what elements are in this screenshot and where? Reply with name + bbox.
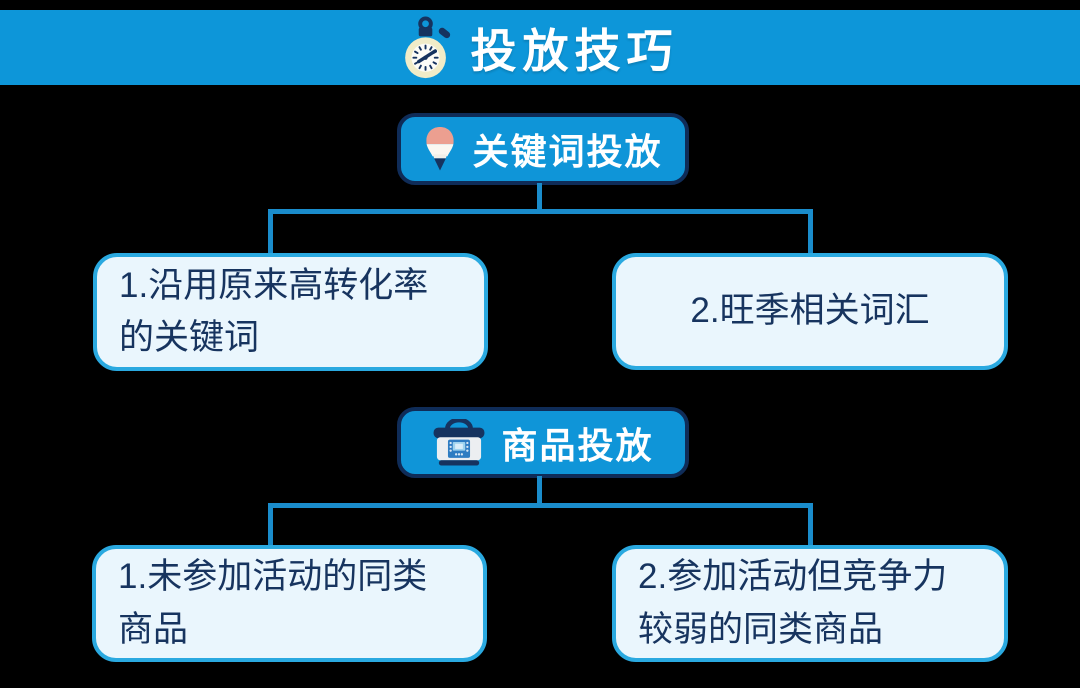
- connector-line: [268, 503, 813, 508]
- lightbulb-icon: [426, 126, 455, 171]
- leaf-box-keyword-1: 1.沿用原来高转化率 的关键词: [93, 253, 488, 371]
- node-product-placement: 商品投放: [397, 407, 689, 478]
- node-label: 关键词投放: [472, 131, 663, 172]
- connector-line: [808, 209, 813, 255]
- node-label: 商品投放: [501, 424, 654, 466]
- leaf-box-product-1: 1.未参加活动的同类 商品: [92, 545, 487, 662]
- stopwatch-icon: [404, 15, 450, 78]
- connector-line: [537, 476, 542, 507]
- leaf-box-keyword-2: 2.旺季相关词汇: [612, 253, 1008, 370]
- leaf-box-product-2: 2.参加活动但竞争力 较弱的同类商品: [612, 545, 1008, 662]
- connector-line: [268, 209, 813, 214]
- node-keyword-placement: 关键词投放: [397, 113, 689, 185]
- leaf-text: 2.参加活动但竞争力 较弱的同类商品: [638, 557, 948, 649]
- connector-line: [268, 209, 273, 255]
- header-banner: 投放技巧: [0, 10, 1080, 85]
- pressure-cooker-icon: [434, 418, 485, 466]
- leaf-text: 1.沿用原来高转化率 的关键词: [119, 265, 429, 358]
- page-title: 投放技巧: [470, 24, 679, 77]
- leaf-text: 1.未参加活动的同类 商品: [118, 557, 428, 649]
- connector-line: [268, 503, 273, 547]
- leaf-text: 2.旺季相关词汇: [690, 291, 930, 331]
- connector-line: [537, 183, 542, 213]
- connector-line: [808, 503, 813, 547]
